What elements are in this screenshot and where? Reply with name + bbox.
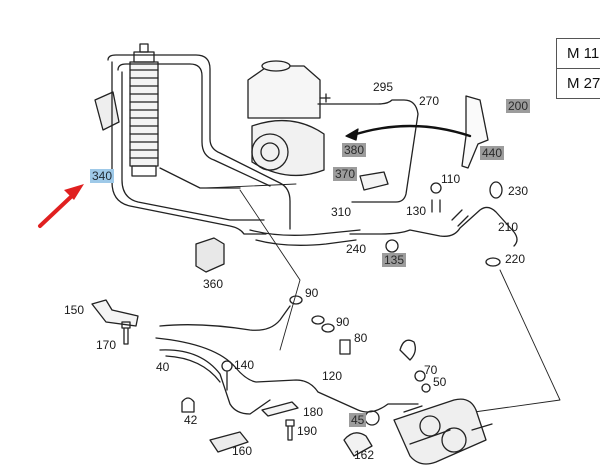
part-label-90-lower[interactable]: 90: [336, 315, 350, 329]
direction-arrow: [348, 124, 472, 138]
bracket-180: [261, 401, 299, 417]
part-label-140[interactable]: 140: [234, 358, 255, 372]
part-label-270[interactable]: 270: [419, 94, 440, 108]
bracket-150: [91, 299, 139, 327]
part-label-240[interactable]: 240: [346, 242, 367, 256]
part-label-135[interactable]: 135: [382, 253, 407, 267]
part-label-380[interactable]: 380: [342, 143, 367, 157]
part-label-230[interactable]: 230: [508, 184, 529, 198]
part-label-42[interactable]: 42: [184, 413, 198, 427]
part-label-295[interactable]: 295: [373, 80, 394, 94]
model-row-2: M 27: [557, 69, 600, 99]
oil-cooler: [129, 43, 159, 177]
lower-hose-40: [155, 305, 419, 413]
model-table: M 11 M 27: [556, 38, 600, 99]
part-label-70[interactable]: 70: [424, 363, 438, 377]
part-label-160[interactable]: 160: [232, 444, 253, 458]
part-label-40[interactable]: 40: [156, 360, 170, 374]
model-row-1: M 11: [557, 39, 600, 69]
part-label-180[interactable]: 180: [303, 405, 324, 419]
part-160: [209, 431, 249, 453]
part-label-190[interactable]: 190: [297, 424, 318, 438]
part-360: [195, 237, 225, 273]
clip-42: [181, 397, 195, 413]
part-label-162[interactable]: 162: [354, 448, 375, 462]
part-label-90-upper[interactable]: 90: [305, 286, 319, 300]
part-label-340[interactable]: 340: [90, 169, 115, 183]
bolt-170: [121, 321, 131, 345]
part-label-210[interactable]: 210: [498, 220, 519, 234]
part-label-200[interactable]: 200: [506, 99, 531, 113]
red-pointer-arrow: [38, 184, 84, 228]
steering-rack: [393, 398, 493, 465]
part-label-150[interactable]: 150: [64, 303, 85, 317]
part-label-310[interactable]: 310: [331, 205, 352, 219]
pressure-hose-upper: [349, 206, 518, 247]
part-label-45[interactable]: 45: [349, 413, 367, 427]
part-label-170[interactable]: 170: [96, 338, 117, 352]
part-label-50[interactable]: 50: [433, 375, 447, 389]
part-label-220[interactable]: 220: [505, 252, 526, 266]
cooler-lines: [107, 54, 361, 246]
part-label-440[interactable]: 440: [480, 146, 505, 160]
power-steering-pump: [247, 60, 331, 176]
part-label-370[interactable]: 370: [333, 167, 358, 181]
return-line: [317, 99, 419, 203]
cooler-bracket: [94, 91, 120, 131]
bracket-440: [461, 95, 489, 169]
part-label-80[interactable]: 80: [354, 331, 368, 345]
part-label-120[interactable]: 120: [322, 369, 343, 383]
guide-line-left: [239, 189, 301, 351]
part-label-360[interactable]: 360: [203, 277, 224, 291]
part-label-130[interactable]: 130: [406, 204, 427, 218]
part-label-110[interactable]: 110: [441, 172, 461, 186]
guide-line-right: [459, 269, 561, 415]
